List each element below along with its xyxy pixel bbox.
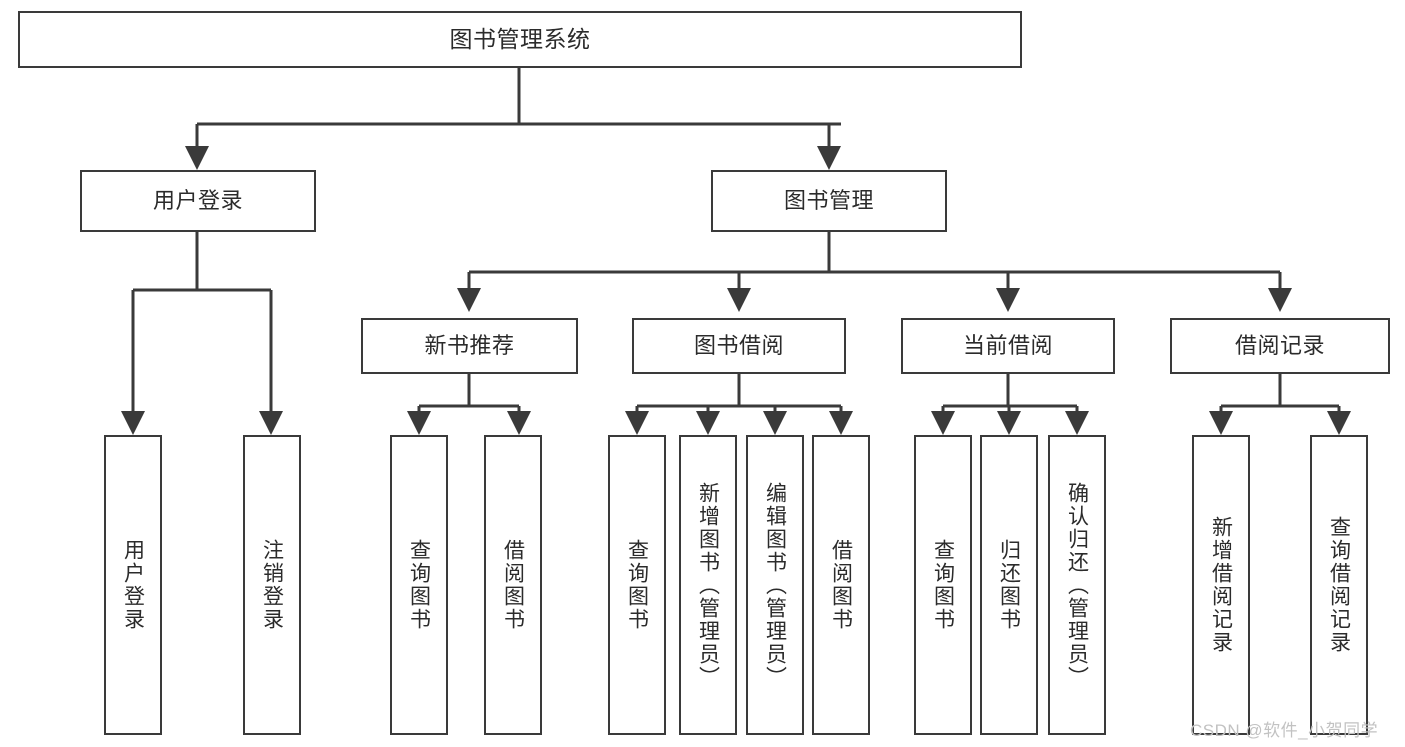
- leaf-query-book-rec[interactable]: 查询图书: [390, 435, 448, 735]
- leaf-add-borrow-record[interactable]: 新增借阅记录: [1192, 435, 1250, 735]
- leaf-query-book-current[interactable]: 查询图书: [914, 435, 972, 735]
- node-new-book-recommend-label: 新书推荐: [424, 333, 515, 359]
- leaf-borrow-book-label: 借阅图书: [829, 539, 853, 631]
- node-book-management-label: 图书管理: [783, 188, 874, 214]
- leaf-edit-book-admin-label: 编辑图书（管理员）: [763, 481, 787, 689]
- leaf-borrow-book-rec-label: 借阅图书: [501, 539, 525, 631]
- leaf-logout[interactable]: 注销登录: [243, 435, 301, 735]
- leaf-logout-label: 注销登录: [260, 539, 284, 631]
- node-book-borrow[interactable]: 图书借阅: [632, 318, 846, 374]
- csdn-watermark: CSDN @软件_小贺同学: [1190, 721, 1379, 740]
- leaf-borrow-book-rec[interactable]: 借阅图书: [484, 435, 542, 735]
- node-current-borrow-label: 当前借阅: [962, 333, 1053, 359]
- leaf-return-book[interactable]: 归还图书: [980, 435, 1038, 735]
- leaf-user-login-label: 用户登录: [121, 539, 145, 631]
- node-root-label: 图书管理系统: [449, 26, 591, 53]
- leaf-query-book-rec-label: 查询图书: [407, 539, 431, 631]
- node-borrow-records[interactable]: 借阅记录: [1170, 318, 1390, 374]
- leaf-user-login[interactable]: 用户登录: [104, 435, 162, 735]
- leaf-edit-book-admin[interactable]: 编辑图书（管理员）: [746, 435, 804, 735]
- node-user-login[interactable]: 用户登录: [80, 170, 316, 232]
- leaf-confirm-return-admin-label: 确认归还（管理员）: [1065, 481, 1089, 689]
- leaf-query-borrow-record-label: 查询借阅记录: [1327, 516, 1351, 654]
- node-book-borrow-label: 图书借阅: [693, 333, 784, 359]
- leaf-add-book-admin[interactable]: 新增图书（管理员）: [679, 435, 737, 735]
- node-book-management[interactable]: 图书管理: [711, 170, 947, 232]
- node-new-book-recommend[interactable]: 新书推荐: [361, 318, 578, 374]
- leaf-add-book-admin-label: 新增图书（管理员）: [696, 481, 720, 689]
- leaf-return-book-label: 归还图书: [997, 539, 1021, 631]
- node-current-borrow[interactable]: 当前借阅: [901, 318, 1115, 374]
- leaf-add-borrow-record-label: 新增借阅记录: [1209, 516, 1233, 654]
- leaf-query-borrow-record[interactable]: 查询借阅记录: [1310, 435, 1368, 735]
- node-root[interactable]: 图书管理系统: [18, 11, 1022, 68]
- leaf-query-book-borrow-label: 查询图书: [625, 539, 649, 631]
- leaf-borrow-book[interactable]: 借阅图书: [812, 435, 870, 735]
- leaf-confirm-return-admin[interactable]: 确认归还（管理员）: [1048, 435, 1106, 735]
- node-user-login-label: 用户登录: [152, 188, 243, 214]
- node-borrow-records-label: 借阅记录: [1234, 333, 1325, 359]
- leaf-query-book-current-label: 查询图书: [931, 539, 955, 631]
- leaf-query-book-borrow[interactable]: 查询图书: [608, 435, 666, 735]
